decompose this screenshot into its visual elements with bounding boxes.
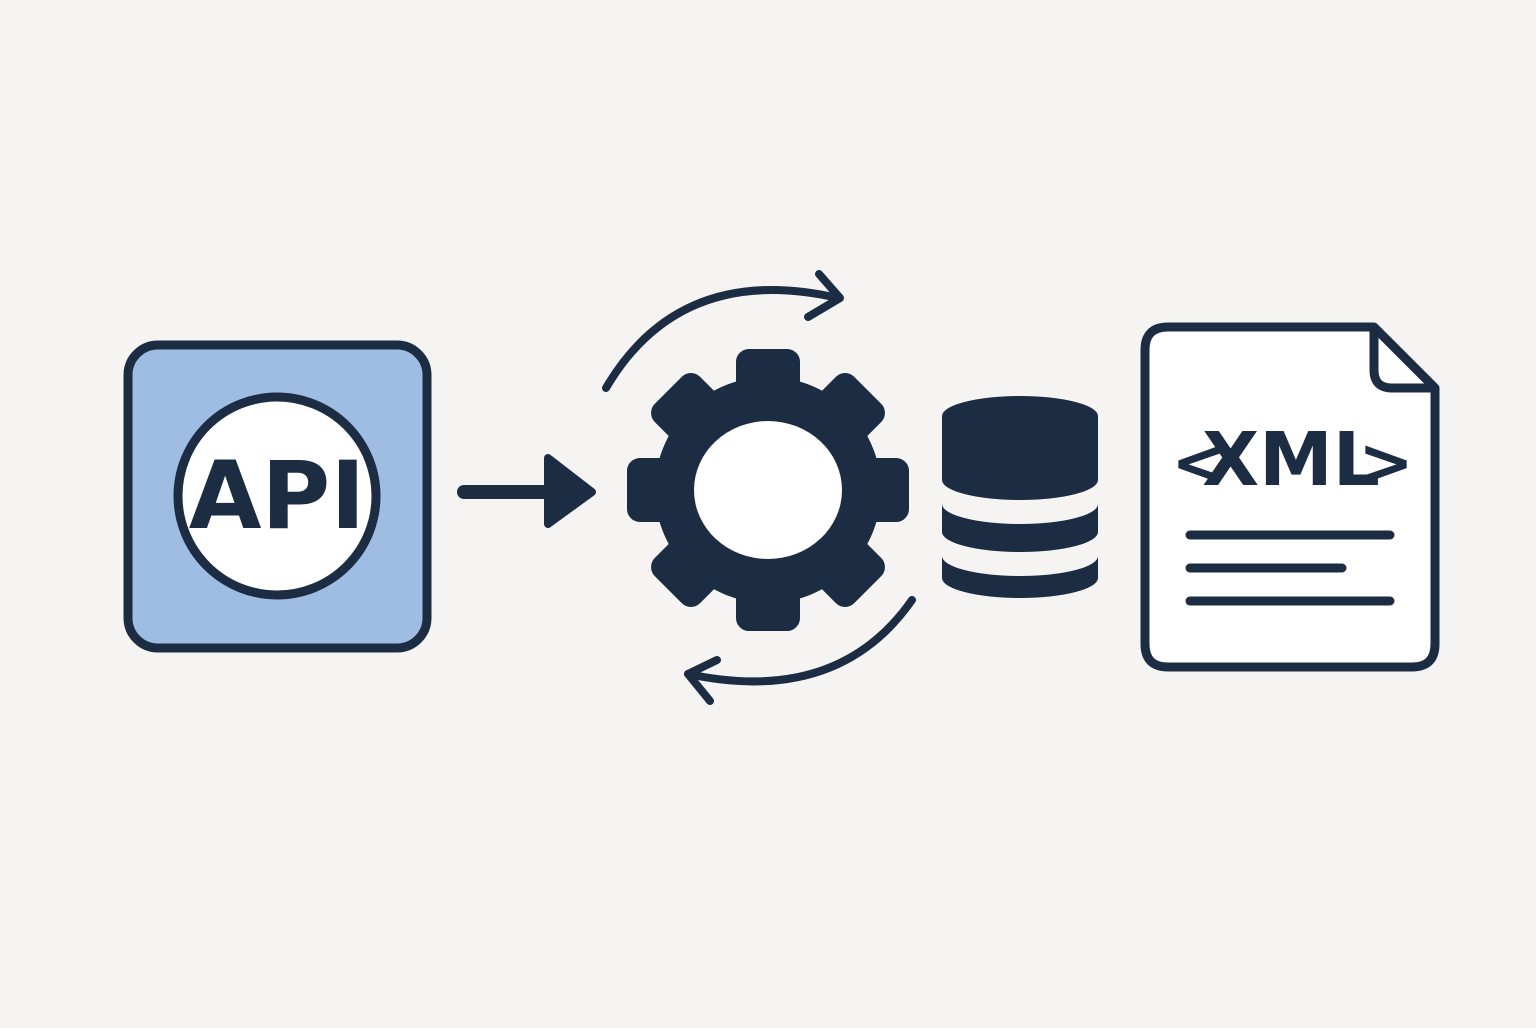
xml-open-bracket: < <box>1171 424 1226 501</box>
api-label: API <box>189 442 366 551</box>
database-top <box>942 396 1098 436</box>
cycle-arrowhead-top <box>804 270 844 321</box>
xml-close-bracket: > <box>1358 424 1413 501</box>
api-circle <box>173 392 381 600</box>
database-disk-3 <box>942 556 1098 598</box>
document-fold <box>1369 327 1435 393</box>
document-page <box>1140 322 1440 672</box>
database-disk-2 <box>942 504 1098 552</box>
gear-icon <box>627 349 909 631</box>
cycle-arrowhead-bottom <box>684 656 721 705</box>
xml-label: XML <box>1202 417 1380 503</box>
xml-document-icon: < XML > <box>1140 322 1440 672</box>
database-icon <box>942 396 1098 598</box>
flow-arrow-head <box>544 454 596 528</box>
flow-arrow <box>457 454 596 528</box>
gear-hole <box>694 421 842 559</box>
api-block: API <box>123 340 432 653</box>
database-disk-1 <box>942 416 1098 500</box>
cycle-arrow-top <box>602 286 842 392</box>
cycle-arrow-bottom <box>684 596 916 686</box>
sync-arrows-icon <box>602 270 916 705</box>
